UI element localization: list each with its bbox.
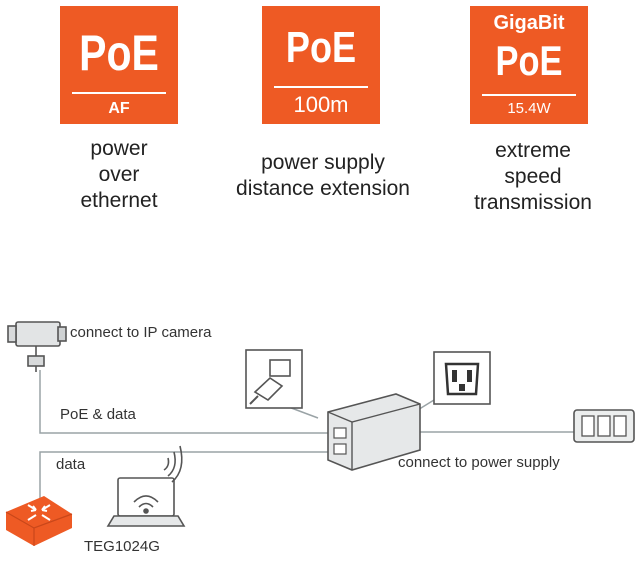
caption-line: transmission <box>474 191 592 214</box>
data-line <box>39 451 340 500</box>
laptop-icon <box>106 477 186 527</box>
power-outlet-icon <box>433 351 491 405</box>
badge-divider <box>274 86 368 88</box>
label-connect-ip-camera: connect to IP camera <box>70 324 212 341</box>
poe-data-line <box>39 370 340 434</box>
caption-line: power <box>90 137 148 160</box>
badge-sub-text: AF <box>108 100 130 117</box>
poe-100m-badge: PoE 100m <box>262 6 380 124</box>
badge-main-text: PoE <box>285 23 357 72</box>
poe-af-badge: PoE AF <box>60 6 178 124</box>
badge-main-text: PoE <box>495 37 563 84</box>
caption-line: speed <box>504 165 562 188</box>
caption-line: distance extension <box>236 177 410 200</box>
label-poe-and-data: PoE & data <box>60 406 136 423</box>
badge-sub-text: 15.4W <box>507 100 551 117</box>
wifi-signal-icon <box>163 445 183 483</box>
rj45-port-icon <box>245 349 303 409</box>
gigabit-poe-badge: GigaBit PoE 15.4W <box>470 6 588 124</box>
caption-distance-extension: power supply distance extension <box>216 150 430 202</box>
caption-line: ethernet <box>80 189 158 212</box>
network-switch-icon <box>5 496 73 546</box>
ip-camera-icon <box>7 321 67 372</box>
badge-sub-text: 100m <box>293 92 349 117</box>
caption-line: power supply <box>261 151 385 174</box>
caption-power-over-ethernet: power over ethernet <box>50 136 188 214</box>
caption-line: extreme <box>495 139 571 162</box>
badge-main-text: PoE <box>79 25 159 81</box>
label-data: data <box>56 456 86 473</box>
badge-divider <box>482 94 576 96</box>
label-switch-model: TEG1024G <box>84 538 160 555</box>
caption-line: over <box>98 163 140 186</box>
poe-injector-icon <box>327 393 421 471</box>
badge-top-text: GigaBit <box>493 12 565 34</box>
power-strip-icon <box>573 409 635 443</box>
label-connect-power-supply: connect to power supply <box>398 454 560 471</box>
caption-extreme-speed: extreme speed transmission <box>450 138 616 216</box>
badge-divider <box>72 92 166 94</box>
